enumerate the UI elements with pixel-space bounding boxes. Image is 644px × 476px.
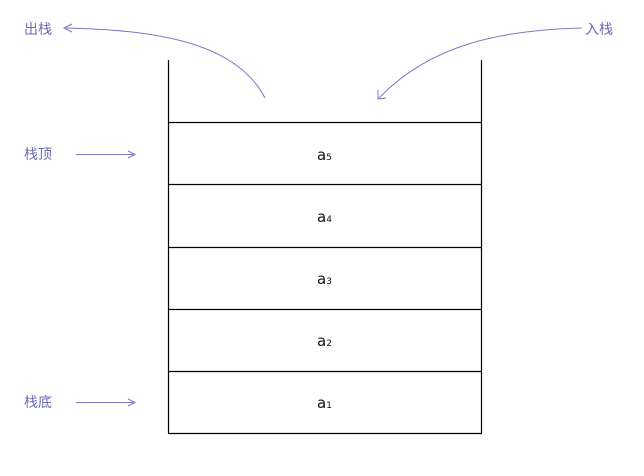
cell-base: a (317, 146, 327, 164)
cell-subscript: 1 (326, 401, 332, 411)
cell-subscript: 5 (326, 153, 332, 163)
cell-subscript: 4 (326, 215, 332, 225)
stack-cell-a5: a5 (168, 146, 481, 167)
cell-subscript: 2 (326, 339, 332, 349)
pop-arrow (65, 27, 266, 99)
push-arrow-head (377, 90, 387, 100)
cell-base: a (317, 332, 327, 350)
stack-bottom-label: 栈底 (24, 395, 52, 411)
stack-top-label: 栈顶 (24, 147, 52, 163)
top-pointer-arrow-head (127, 150, 137, 159)
push-arrow (378, 27, 583, 99)
pop-label: 出栈 (24, 22, 52, 38)
cell-subscript: 3 (326, 277, 332, 287)
cell-base: a (317, 208, 327, 226)
cell-base: a (317, 270, 327, 288)
pop-arrow-head (62, 23, 73, 33)
cell-base: a (317, 394, 327, 412)
push-label: 入栈 (585, 22, 613, 38)
stack-cell-a4: a4 (168, 208, 481, 229)
bottom-pointer-arrow-head (127, 398, 137, 407)
stack-cell-a2: a2 (168, 332, 481, 353)
stack-cell-a1: a1 (168, 394, 481, 415)
stack-cell-a3: a3 (168, 270, 481, 291)
